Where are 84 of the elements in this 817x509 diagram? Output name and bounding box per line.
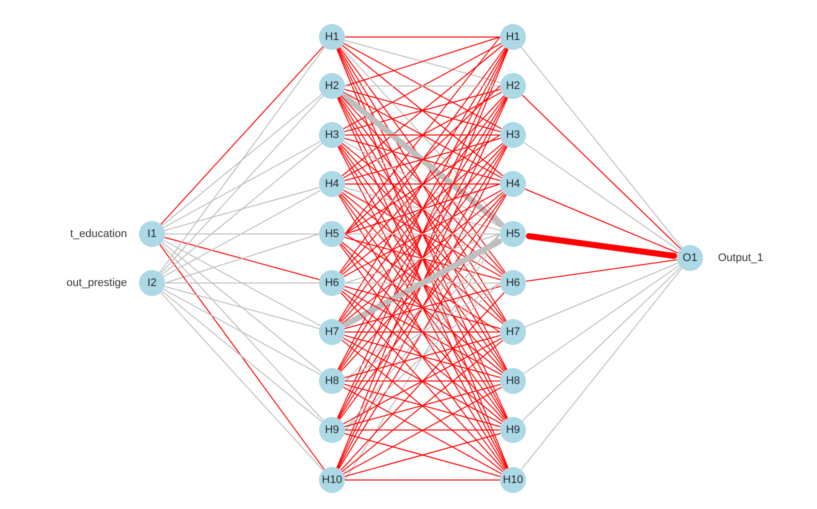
- neuron-node: H8: [500, 368, 526, 394]
- neuron-node: H1: [319, 24, 345, 50]
- rising-connection-line: [159, 47, 325, 273]
- neuron-node: H6: [500, 270, 526, 296]
- crossing-connection-lines: [338, 194, 507, 470]
- neuron-node: H2: [500, 73, 526, 99]
- crossing-connection-lines: [342, 92, 502, 178]
- rising-connection-line: [160, 95, 324, 274]
- falling-connection-line: [160, 243, 324, 421]
- rising-connection-line: [162, 140, 322, 228]
- crossing-connection-lines: [338, 146, 507, 420]
- neuron-node: H3: [319, 122, 345, 148]
- falling-connection-line: [522, 94, 682, 250]
- neuron-node: H10: [500, 467, 526, 493]
- level-connection-line: [344, 380, 500, 382]
- variable-label: t_education: [70, 227, 127, 241]
- neuron-node: H3: [500, 122, 526, 148]
- crossing-connection-lines: [339, 47, 506, 273]
- neuron-node: H5: [319, 221, 345, 247]
- falling-connection-line: [162, 290, 322, 422]
- rising-connection-line: [524, 262, 678, 328]
- crossing-connection-lines: [344, 88, 501, 132]
- crossing-connection-lines: [339, 194, 506, 420]
- falling-connection-line: [164, 286, 320, 330]
- crossing-connection-lines: [344, 334, 501, 378]
- rising-connection-line: [520, 268, 682, 470]
- crossing-connection-lines: [339, 145, 506, 371]
- falling-connection-line: [162, 242, 322, 374]
- crossing-connection-lines: [339, 96, 506, 322]
- rising-connection-line: [160, 46, 324, 225]
- neuron-node: H1: [500, 24, 526, 50]
- level-connection-line: [344, 36, 500, 38]
- rising-connection-line: [162, 94, 322, 226]
- neuron-node: I1: [139, 221, 165, 247]
- crossing-connection-lines: [342, 142, 504, 276]
- crossing-connection-lines: [340, 95, 505, 274]
- crossing-connection-lines: [342, 338, 502, 424]
- neuron-node: H5: [500, 221, 526, 247]
- variable-label: Output_1: [718, 251, 764, 265]
- falling-connection-line: [523, 142, 680, 252]
- rising-connection-line: [162, 142, 322, 276]
- crossing-connection-lines: [344, 286, 501, 330]
- crossing-connection-lines: [340, 292, 505, 471]
- crossing-connection-lines: [340, 144, 505, 323]
- neuron-node: H4: [319, 171, 345, 197]
- neuron-node: H9: [319, 417, 345, 443]
- rising-connection-line: [162, 190, 322, 278]
- crossing-connection-lines: [342, 190, 502, 278]
- neuron-node: H6: [319, 270, 345, 296]
- neuron-node: H7: [319, 319, 345, 345]
- neuron-node: H7: [500, 319, 526, 345]
- crossing-connection-lines: [344, 138, 501, 182]
- falling-connection-line: [526, 233, 678, 259]
- neuron-node: H4: [500, 171, 526, 197]
- crossing-connection-lines: [342, 44, 504, 176]
- crossing-connection-lines: [344, 433, 501, 477]
- neuron-node: H2: [319, 73, 345, 99]
- level-connection-line: [164, 282, 320, 284]
- crossing-connection-lines: [340, 193, 505, 372]
- level-connection-line: [344, 282, 500, 284]
- crossing-connection-lines: [342, 192, 504, 324]
- falling-connection-line: [159, 244, 325, 470]
- neuron-node: O1: [677, 245, 703, 271]
- neuron-node: H8: [319, 368, 345, 394]
- falling-connection-line: [160, 292, 324, 471]
- crossing-connection-lines: [338, 48, 507, 322]
- crossing-connection-lines: [344, 384, 501, 428]
- crossing-connection-lines: [342, 340, 504, 472]
- neuron-node: H10: [319, 467, 345, 493]
- falling-connection-line: [162, 240, 322, 326]
- rising-connection-line: [522, 266, 682, 422]
- neuron-node: I2: [139, 270, 165, 296]
- falling-connection-line: [162, 288, 322, 376]
- rising-connection-line: [523, 264, 680, 374]
- rising-connection-line: [525, 259, 678, 282]
- falling-connection-line: [520, 46, 682, 248]
- crossing-connection-lines: [342, 386, 502, 474]
- neuron-node: H9: [500, 417, 526, 443]
- falling-connection-line: [524, 188, 678, 254]
- variable-label: out_prestige: [66, 276, 127, 290]
- crossing-connection-lines: [338, 96, 507, 370]
- rising-connection-line: [164, 187, 320, 231]
- crossing-connection-lines: [342, 42, 502, 130]
- level-connection-line: [344, 134, 500, 136]
